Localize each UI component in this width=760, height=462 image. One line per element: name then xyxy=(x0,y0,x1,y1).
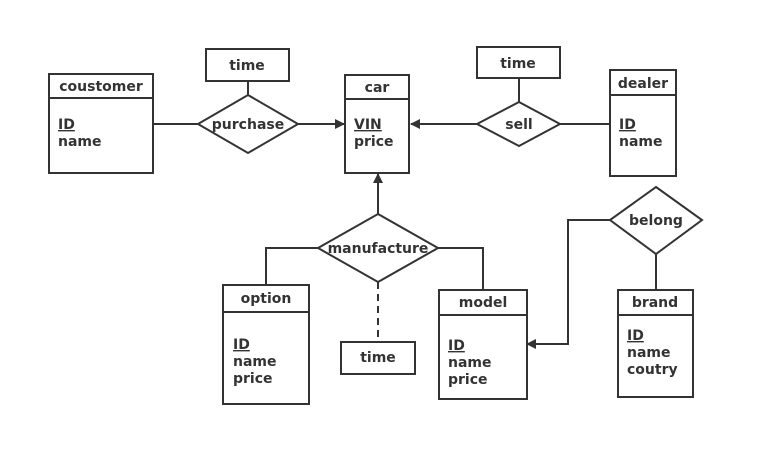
relationship-sell: sell xyxy=(474,100,563,148)
entity-attr: price xyxy=(354,134,394,150)
entity-coustomer: coustomer ID name xyxy=(48,73,154,174)
entity-attr-key: ID xyxy=(627,328,644,344)
entity-attr-key: ID xyxy=(448,338,465,354)
arrow-belong-model xyxy=(526,219,610,349)
entity-option: option ID name price xyxy=(222,284,310,405)
entity-title: brand xyxy=(632,295,678,311)
entity-attr: name xyxy=(619,134,663,150)
entity-attr-key: ID xyxy=(619,117,636,133)
entity-attr: price xyxy=(448,372,488,388)
line-manufacture-model xyxy=(438,247,484,290)
entity-title: option xyxy=(241,291,292,307)
entity-attr: name xyxy=(233,354,277,370)
attribute-manufacture-time: time xyxy=(340,341,416,375)
entity-car: car VIN price xyxy=(344,74,410,174)
relationship-label: purchase xyxy=(212,117,284,133)
entity-model: model ID name price xyxy=(438,289,528,400)
entity-attr: coutry xyxy=(627,362,678,378)
entity-attr: name xyxy=(627,345,671,361)
entity-attr-key: ID xyxy=(233,337,250,353)
attribute-label: time xyxy=(500,56,536,72)
attribute-label: time xyxy=(229,58,265,74)
entity-attr: name xyxy=(448,355,492,371)
entity-title: dealer xyxy=(618,76,668,92)
relationship-label: sell xyxy=(505,117,532,133)
entity-brand: brand ID name coutry xyxy=(617,289,694,398)
relationship-manufacture: manufacture xyxy=(315,212,441,284)
attribute-purchase-time: time xyxy=(205,48,290,82)
entity-attr-key: ID xyxy=(58,117,75,133)
entity-attr: price xyxy=(233,371,273,387)
relationship-purchase: purchase xyxy=(196,93,300,155)
relationship-label: belong xyxy=(629,213,683,229)
entity-attr-key: VIN xyxy=(354,117,382,133)
relationship-label: manufacture xyxy=(328,241,429,257)
entity-title: coustomer xyxy=(59,79,143,95)
entity-attr: name xyxy=(58,134,102,150)
entity-title: car xyxy=(365,80,390,96)
relationship-belong: belong xyxy=(608,185,704,256)
connectors xyxy=(153,78,657,349)
entity-dealer: dealer ID name xyxy=(609,69,677,177)
entity-title: model xyxy=(459,295,508,311)
attribute-sell-time: time xyxy=(476,46,561,79)
attribute-label: time xyxy=(360,350,396,366)
line-manufacture-option xyxy=(265,247,318,285)
